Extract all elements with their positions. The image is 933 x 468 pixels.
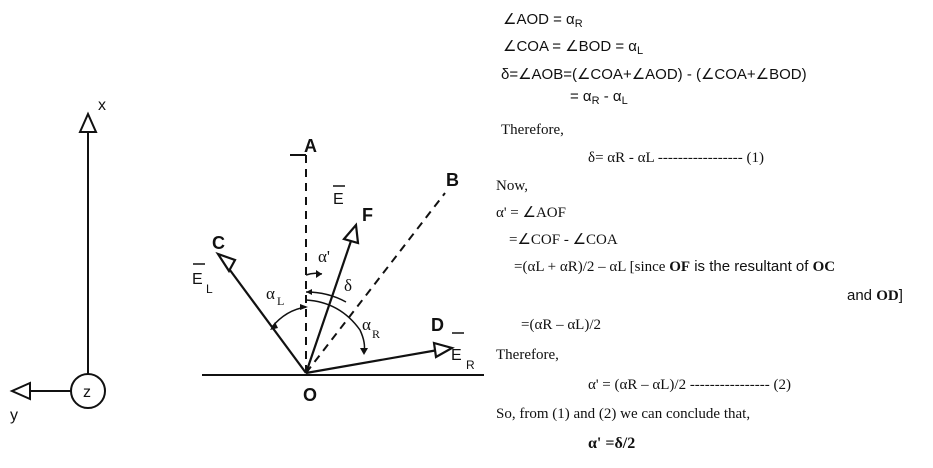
line-coa-bod: ∠COA = ∠BOD = αL bbox=[503, 38, 643, 60]
axis-system bbox=[9, 111, 106, 409]
point-o-label: O bbox=[303, 385, 317, 405]
line-resultant-od: OD bbox=[876, 288, 899, 304]
line-delta-result-a: = α bbox=[570, 88, 592, 105]
point-a-label: A bbox=[304, 136, 317, 156]
line-aod-sub: R bbox=[574, 18, 583, 30]
z-axis-label: z bbox=[83, 384, 91, 401]
ob-dashed-line bbox=[305, 192, 446, 374]
e-vector-text: E bbox=[333, 191, 344, 208]
alpha-r-subscript: R bbox=[372, 327, 380, 341]
line-coa-bod-main: ∠COA = ∠BOD = α bbox=[503, 38, 637, 55]
line-delta-result-b: - α bbox=[599, 88, 622, 105]
point-c-label: C bbox=[212, 233, 225, 253]
y-axis-label: y bbox=[10, 407, 18, 424]
alpha-r-symbol: α bbox=[362, 315, 371, 334]
therefore-1: Therefore, bbox=[501, 122, 564, 138]
line-coa-bod-sub: L bbox=[636, 45, 644, 57]
line-delta-result: = αR - αL bbox=[570, 88, 628, 110]
line-resultant-and: and bbox=[847, 287, 877, 304]
line-resultant-bracket: ] bbox=[898, 287, 903, 304]
final-result: α' =δ/2 bbox=[588, 435, 636, 452]
line-resultant: =(αL + αR)/2 – αL [since OF is the resul… bbox=[514, 258, 835, 276]
polarization-diagram: x y z A B C D F O E E L bbox=[9, 97, 484, 424]
arc-arrow-4 bbox=[306, 289, 312, 295]
arc-arrow-2 bbox=[300, 304, 308, 310]
alpha-l-arc bbox=[271, 306, 307, 328]
alpha-r-label: α R bbox=[362, 315, 380, 341]
point-d-label: D bbox=[431, 315, 444, 335]
er-vector-subscript: R bbox=[466, 358, 475, 372]
el-vector-subscript: L bbox=[206, 282, 213, 296]
delta-label: δ bbox=[344, 276, 352, 295]
line-resultant-c: is the resultant of bbox=[690, 258, 813, 275]
arc-arrow-3 bbox=[316, 270, 322, 278]
point-f-label: F bbox=[362, 205, 373, 225]
arc-arrow-1 bbox=[270, 322, 278, 330]
equation-1: δ= αR - αL ----------------- (1) bbox=[588, 150, 765, 166]
er-vector-text: E bbox=[451, 347, 462, 364]
now-label: Now, bbox=[496, 178, 528, 194]
oc-arrowhead bbox=[215, 251, 237, 274]
line-resultant-a: =(αL + αR)/2 – αL [since bbox=[514, 259, 670, 275]
alpha-l-symbol: α bbox=[266, 284, 275, 303]
conclusion-line: So, from (1) and (2) we can conclude tha… bbox=[496, 406, 751, 422]
x-axis-label: x bbox=[98, 97, 106, 114]
alpha-l-label: α L bbox=[266, 284, 284, 308]
e-vector-label: E bbox=[333, 185, 345, 208]
point-b-label: B bbox=[446, 170, 459, 190]
line-alpha-prime: α' = ∠AOF bbox=[496, 205, 566, 221]
line-cof-coa: =∠COF - ∠COA bbox=[509, 232, 618, 248]
line-delta-def: δ=∠AOB=(∠COA+∠AOD) - (∠COA+∠BOD) bbox=[501, 66, 807, 83]
line-resultant-of: OF bbox=[669, 259, 691, 275]
alpha-r-arc bbox=[305, 299, 366, 353]
alpha-l-subscript: L bbox=[277, 294, 284, 308]
oc-vector-line bbox=[223, 261, 307, 374]
alpha-prime-label: α' bbox=[318, 247, 330, 266]
el-vector-text: E bbox=[192, 271, 203, 288]
el-vector-label: E L bbox=[192, 263, 213, 296]
od-arrowhead bbox=[432, 341, 455, 359]
line-half-diff: =(αR – αL)/2 bbox=[521, 317, 602, 333]
therefore-2: Therefore, bbox=[496, 347, 559, 363]
line-aod-main: ∠AOD = α bbox=[503, 11, 575, 28]
er-vector-label: E R bbox=[451, 332, 475, 372]
equation-2: α' = (αR – αL)/2 ---------------- (2) bbox=[588, 377, 791, 393]
line-resultant-oc: OC bbox=[812, 259, 836, 275]
line-aod: ∠AOD = αR bbox=[503, 11, 583, 33]
of-arrowhead bbox=[342, 222, 360, 245]
line-delta-result-a-sub: R bbox=[591, 95, 600, 107]
line-delta-result-b-sub: L bbox=[621, 95, 628, 107]
od-vector-line bbox=[305, 348, 439, 375]
line-resultant-cont: and OD] bbox=[847, 287, 903, 305]
arc-arrow-5 bbox=[360, 348, 368, 355]
x-axis-arrowhead bbox=[78, 111, 98, 133]
y-axis-arrowhead bbox=[9, 381, 31, 401]
